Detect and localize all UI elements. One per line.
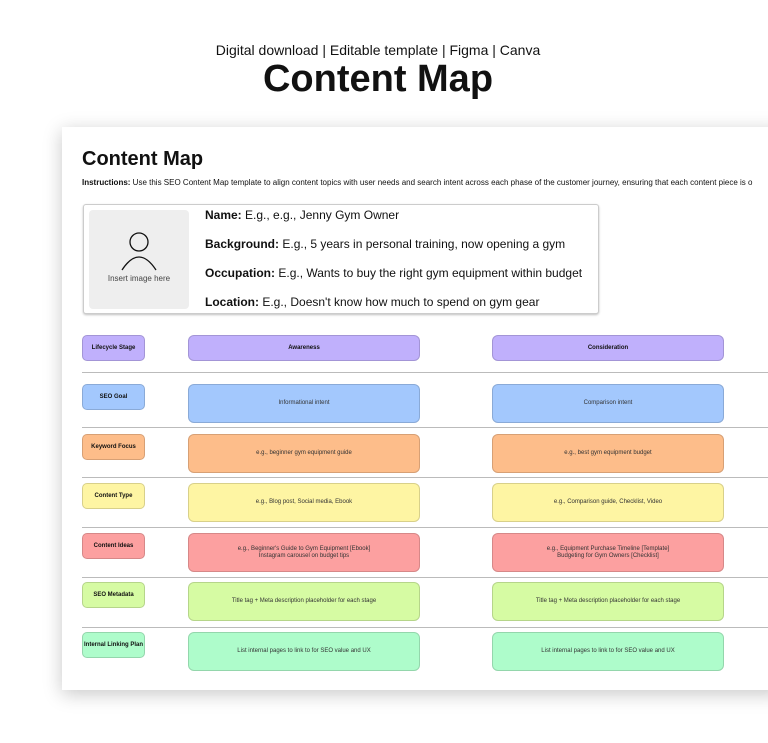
- content-cell[interactable]: Informational intent: [188, 384, 420, 423]
- row-label: SEO Metadata: [82, 582, 145, 608]
- field-value: E.g., Wants to buy the right gym equipme…: [275, 266, 583, 280]
- persona-name: Name: E.g., e.g., Jenny Gym Owner: [205, 208, 399, 222]
- field-value: E.g., Doesn't know how much to spend on …: [259, 295, 540, 309]
- content-cell[interactable]: e.g., Equipment Purchase Timeline [Templ…: [492, 533, 724, 572]
- row-divider: [82, 427, 768, 428]
- row-divider: [82, 477, 768, 478]
- instructions-text: Use this SEO Content Map template to ali…: [130, 178, 753, 187]
- content-cell[interactable]: e.g., beginner gym equipment guide: [188, 434, 420, 473]
- content-cell[interactable]: Comparison intent: [492, 384, 724, 423]
- content-cell[interactable]: List internal pages to link to for SEO v…: [492, 632, 724, 671]
- row-label: SEO Goal: [82, 384, 145, 410]
- user-icon: [121, 232, 157, 271]
- row-divider: [82, 627, 768, 628]
- row-label: Content Ideas: [82, 533, 145, 559]
- row-divider: [82, 577, 768, 578]
- promo-subtitle: Digital download | Editable template | F…: [215, 42, 541, 58]
- row-label: Lifecycle Stage: [82, 335, 145, 361]
- content-cell[interactable]: e.g., Blog post, Social media, Ebook: [188, 483, 420, 522]
- content-cell[interactable]: Title tag + Meta description placeholder…: [188, 582, 420, 621]
- image-placeholder[interactable]: Insert image here: [89, 210, 189, 309]
- promo-title: Content Map: [262, 58, 494, 100]
- content-cell[interactable]: List internal pages to link to for SEO v…: [188, 632, 420, 671]
- field-value: E.g., e.g., Jenny Gym Owner: [241, 208, 400, 222]
- instructions: Instructions: Use this SEO Content Map t…: [82, 178, 752, 187]
- persona-background: Background: E.g., 5 years in personal tr…: [205, 237, 565, 251]
- field-label: Background:: [205, 237, 280, 251]
- page-title: Content Map: [82, 148, 204, 170]
- persona-location: Location: E.g., Doesn't know how much to…: [205, 295, 539, 309]
- stage-header[interactable]: Consideration: [492, 335, 724, 361]
- row-label: Content Type: [82, 483, 145, 509]
- instructions-label: Instructions:: [82, 178, 131, 187]
- content-cell[interactable]: e.g., Beginner's Guide to Gym Equipment …: [188, 533, 420, 572]
- content-cell[interactable]: e.g., best gym equipment budget: [492, 434, 724, 473]
- field-label: Location:: [205, 295, 259, 309]
- row-divider: [82, 372, 768, 373]
- field-label: Name:: [205, 208, 242, 222]
- row-label: Internal Linking Plan: [82, 632, 145, 658]
- content-cell[interactable]: Title tag + Meta description placeholder…: [492, 582, 724, 621]
- row-divider: [82, 527, 768, 528]
- persona-card: Insert image here Name: E.g., e.g., Jenn…: [83, 204, 599, 314]
- field-label: Occupation:: [205, 266, 276, 280]
- image-placeholder-label: Insert image here: [107, 274, 171, 283]
- field-value: E.g., 5 years in personal training, now …: [279, 237, 566, 251]
- persona-occupation: Occupation: E.g., Wants to buy the right…: [205, 266, 582, 280]
- template-card: Content Map Instructions: Use this SEO C…: [62, 127, 768, 690]
- row-label: Keyword Focus: [82, 434, 145, 460]
- content-cell[interactable]: e.g., Comparison guide, Checklist, Video: [492, 483, 724, 522]
- stage-header[interactable]: Awareness: [188, 335, 420, 361]
